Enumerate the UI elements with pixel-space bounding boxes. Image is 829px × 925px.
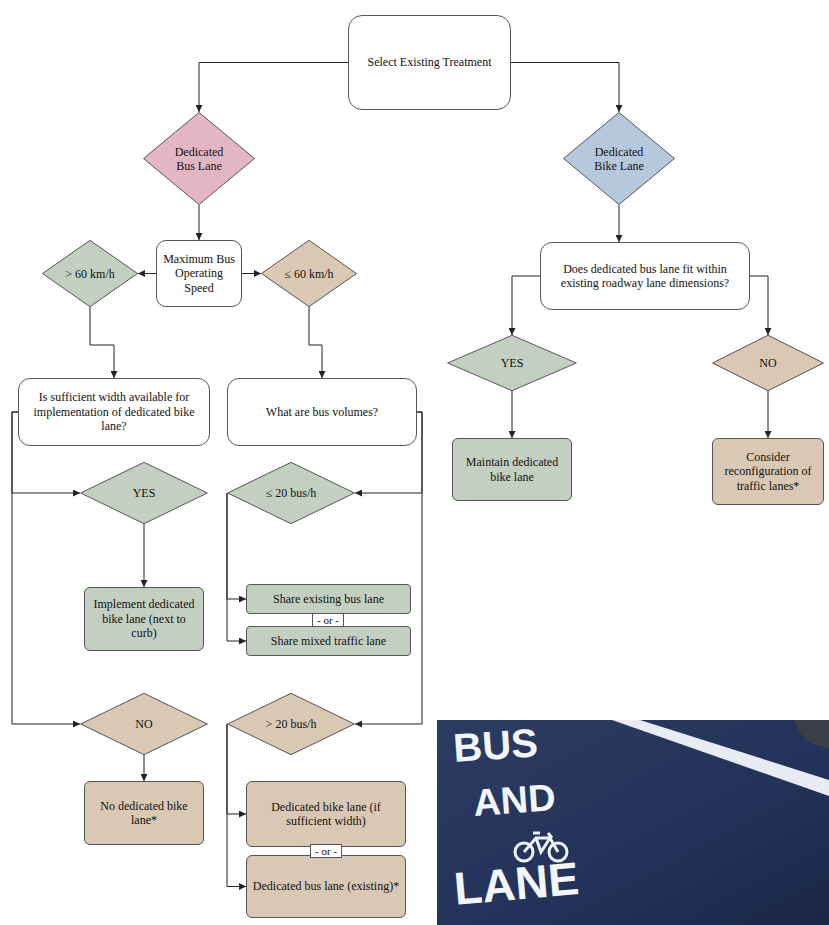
diamond-text-area: YES bbox=[105, 486, 184, 500]
node-text: No dedicated bike lane* bbox=[90, 799, 198, 828]
flow-arrow bbox=[309, 307, 322, 378]
road-surface bbox=[437, 720, 829, 925]
node-text: Share mixed traffic lane bbox=[271, 634, 386, 648]
flow-arrow bbox=[138, 273, 156, 274]
diamond-text-area: ≤ 60 km/h bbox=[279, 266, 339, 280]
diamond-text-area: NO bbox=[105, 717, 184, 731]
node-text: YES bbox=[133, 486, 156, 500]
flow-arrow bbox=[227, 724, 246, 887]
decision-diamond: ≤ 20 bus/h bbox=[227, 462, 355, 524]
flow-arrow bbox=[12, 412, 80, 724]
node-text: > 60 km/h bbox=[65, 266, 114, 280]
node-text: Implement dedicated bike lane (next to c… bbox=[90, 597, 198, 640]
node-text: Select Existing Treatment bbox=[368, 55, 492, 69]
node-text: ≤ 20 bus/h bbox=[266, 486, 317, 500]
decision-diamond: > 20 bus/h bbox=[227, 693, 355, 755]
diamond-text-area: ≤ 20 bus/h bbox=[252, 486, 331, 500]
node-text: > 20 bus/h bbox=[266, 717, 317, 731]
node-text: Maximum Bus Operating Speed bbox=[162, 252, 236, 295]
lane-stripe bbox=[612, 720, 829, 796]
node-text: Share existing bus lane bbox=[273, 592, 384, 606]
decision-diamond: NO bbox=[712, 335, 824, 391]
flow-arrow bbox=[227, 493, 246, 641]
question-box: Is sufficient width available for implem… bbox=[18, 378, 210, 446]
decision-diamond: YES bbox=[80, 462, 208, 524]
or-separator: - or - bbox=[310, 844, 342, 858]
flow-arrow bbox=[768, 391, 769, 438]
node-text: Dedicated Bus Lane bbox=[175, 144, 224, 172]
node-text: Dedicated Bike Lane bbox=[594, 144, 644, 172]
diamond-text-area: YES bbox=[472, 356, 553, 370]
decision-diamond: NO bbox=[80, 693, 208, 755]
outcome-box: Dedicated bus lane (existing)* bbox=[246, 855, 406, 918]
outcome-box: No dedicated bike lane* bbox=[84, 781, 204, 845]
question-box: Maximum Bus Operating Speed bbox=[156, 240, 242, 307]
flow-arrow bbox=[144, 524, 145, 587]
node-text: Dedicated bike lane (if sufficient width… bbox=[252, 800, 400, 829]
road-marking-text: BUS bbox=[452, 722, 539, 768]
question-box: Does dedicated bus lane fit within exist… bbox=[540, 242, 750, 310]
node-text: Maintain dedicated bike lane bbox=[458, 455, 566, 484]
flow-arrow bbox=[355, 412, 422, 724]
diamond-text-area: Dedicated Bike Lane bbox=[585, 144, 654, 173]
outcome-box: Consider reconfiguration of traffic lane… bbox=[712, 438, 824, 505]
decision-diamond: YES bbox=[447, 335, 577, 391]
diamond-text-area: > 20 bus/h bbox=[252, 717, 331, 731]
decision-diamond: > 60 km/h bbox=[42, 240, 138, 307]
node-text: Is sufficient width available for implem… bbox=[24, 390, 204, 433]
flow-arrow bbox=[512, 276, 540, 335]
flow-arrow bbox=[90, 307, 114, 378]
road-marking-text: AND bbox=[472, 778, 557, 822]
diamond-text-area: > 60 km/h bbox=[60, 266, 120, 280]
outcome-box: Implement dedicated bike lane (next to c… bbox=[84, 587, 204, 651]
node-text: Does dedicated bus lane fit within exist… bbox=[546, 262, 744, 291]
flow-arrow bbox=[227, 724, 246, 814]
outcome-box: Maintain dedicated bike lane bbox=[452, 438, 572, 501]
road-marking-text: LANE bbox=[452, 855, 581, 912]
flow-arrow bbox=[511, 63, 619, 113]
decision-diamond: Dedicated Bike Lane bbox=[563, 112, 675, 205]
node-text: What are bus volumes? bbox=[266, 405, 378, 419]
node-text: YES bbox=[501, 356, 524, 370]
node-text: NO bbox=[759, 356, 776, 370]
flow-arrow bbox=[144, 755, 145, 781]
outcome-box: Share existing bus lane bbox=[246, 584, 411, 614]
car-shadow bbox=[795, 720, 829, 748]
node-text: Dedicated bus lane (existing)* bbox=[253, 879, 399, 893]
flow-arrow bbox=[199, 63, 348, 113]
node-text: ≤ 60 km/h bbox=[284, 266, 333, 280]
question-box: What are bus volumes? bbox=[227, 378, 417, 446]
diamond-text-area: NO bbox=[734, 356, 803, 370]
diamond-text-area: Dedicated Bus Lane bbox=[165, 144, 234, 173]
decision-diamond: Dedicated Bus Lane bbox=[143, 112, 255, 205]
flow-arrow bbox=[512, 391, 513, 438]
outcome-box: Share mixed traffic lane bbox=[246, 626, 411, 656]
outcome-box: Dedicated bike lane (if sufficient width… bbox=[246, 781, 406, 847]
flow-arrow bbox=[227, 493, 246, 599]
flow-arrow bbox=[619, 205, 620, 242]
decision-diamond: ≤ 60 km/h bbox=[261, 240, 357, 307]
flow-arrow bbox=[242, 273, 261, 274]
or-separator: - or - bbox=[312, 613, 344, 627]
node-text: Consider reconfiguration of traffic lane… bbox=[718, 450, 818, 493]
flow-arrow bbox=[199, 205, 200, 240]
flow-arrow bbox=[750, 276, 768, 335]
node-text: NO bbox=[135, 717, 152, 731]
start-box: Select Existing Treatment bbox=[348, 15, 511, 110]
